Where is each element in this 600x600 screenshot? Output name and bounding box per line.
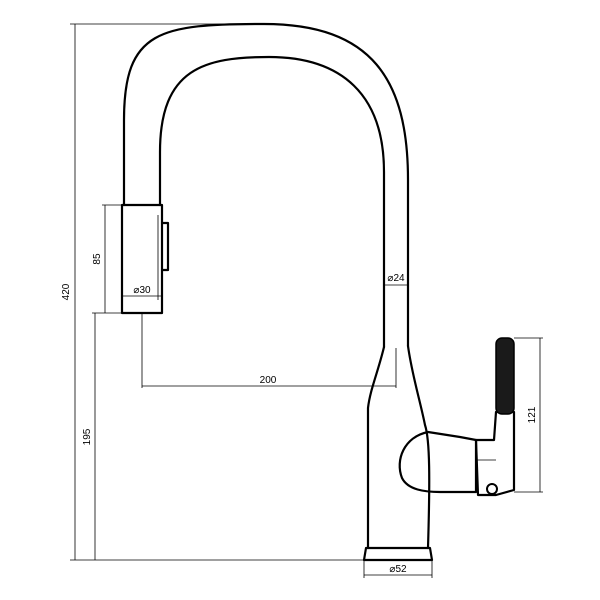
- reach-label: 200: [260, 375, 277, 386]
- spout-diameter-label: ⌀24: [387, 273, 405, 284]
- column-right-edge: [406, 344, 431, 550]
- spout-outer-curve: [122, 22, 410, 348]
- handle-hub: [398, 430, 478, 494]
- dimension-lines: [70, 23, 543, 578]
- faucet-outline: [120, 22, 516, 562]
- base-diameter-label: ⌀52: [389, 564, 407, 575]
- column-left-edge: [366, 345, 386, 550]
- spout-height-label: 195: [82, 428, 93, 445]
- head-height-label: 85: [92, 253, 103, 265]
- handle-grip: [495, 337, 515, 415]
- handle-height-label: 121: [527, 406, 538, 423]
- dimension-labels: 420 85 195 ⌀30 200 ⌀24 121 ⌀52: [61, 253, 538, 575]
- spout-inner-curve: [158, 55, 386, 349]
- head-diameter-label: ⌀30: [133, 285, 151, 296]
- lever-body: [474, 410, 516, 497]
- lever-screw: [486, 483, 498, 495]
- base-plate: [362, 546, 434, 562]
- spray-head-button: [160, 221, 170, 272]
- total-height-label: 420: [61, 283, 72, 300]
- spray-head: [120, 203, 164, 315]
